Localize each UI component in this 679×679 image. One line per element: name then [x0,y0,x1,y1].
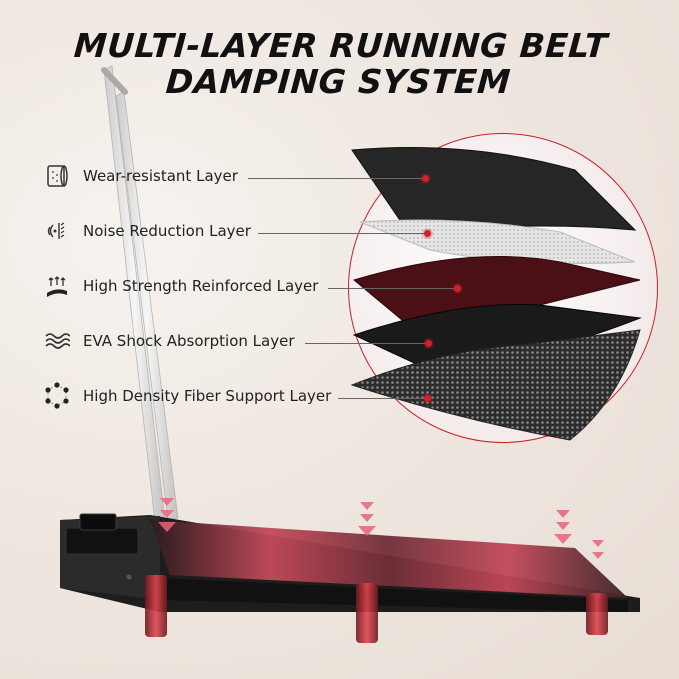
fiber-support-layer [350,329,641,441]
layer-label-noise-reduction: Noise Reduction Layer [83,222,251,240]
leader-dot-4 [425,340,432,347]
layer-label-wear-resistant: Wear-resistant Layer [83,167,238,185]
layer-item-eva: EVA Shock Absorption Layer [42,327,295,355]
layer-item-wear-resistant: Wear-resistant Layer [42,162,238,190]
pressure-arrows [158,498,604,559]
layer-item-reinforced: High Strength Reinforced Layer [42,272,318,300]
molecule-icon [42,382,72,410]
treadmill-base [60,513,640,612]
leader-line-1 [248,178,424,179]
leader-line-3 [328,288,456,289]
sound-dampening-icon [42,217,72,245]
layer-item-noise-reduction: Noise Reduction Layer [42,217,251,245]
layer-label-eva: EVA Shock Absorption Layer [83,332,295,350]
layer-item-fiber-support: High Density Fiber Support Layer [42,382,331,410]
leader-dot-1 [422,175,429,182]
leader-line-4 [305,343,427,344]
leader-line-5 [338,398,426,399]
layer-label-fiber-support: High Density Fiber Support Layer [83,387,332,405]
wave-icon [42,327,72,355]
leader-dot-2 [424,230,431,237]
leader-dot-3 [454,285,461,292]
layer-label-reinforced: High Strength Reinforced Layer [83,277,319,295]
leader-dot-5 [424,395,431,402]
leader-line-2 [258,233,426,234]
shock-springs [145,575,608,643]
fabric-roll-icon [42,162,72,190]
reinforced-layer-icon [42,272,72,300]
